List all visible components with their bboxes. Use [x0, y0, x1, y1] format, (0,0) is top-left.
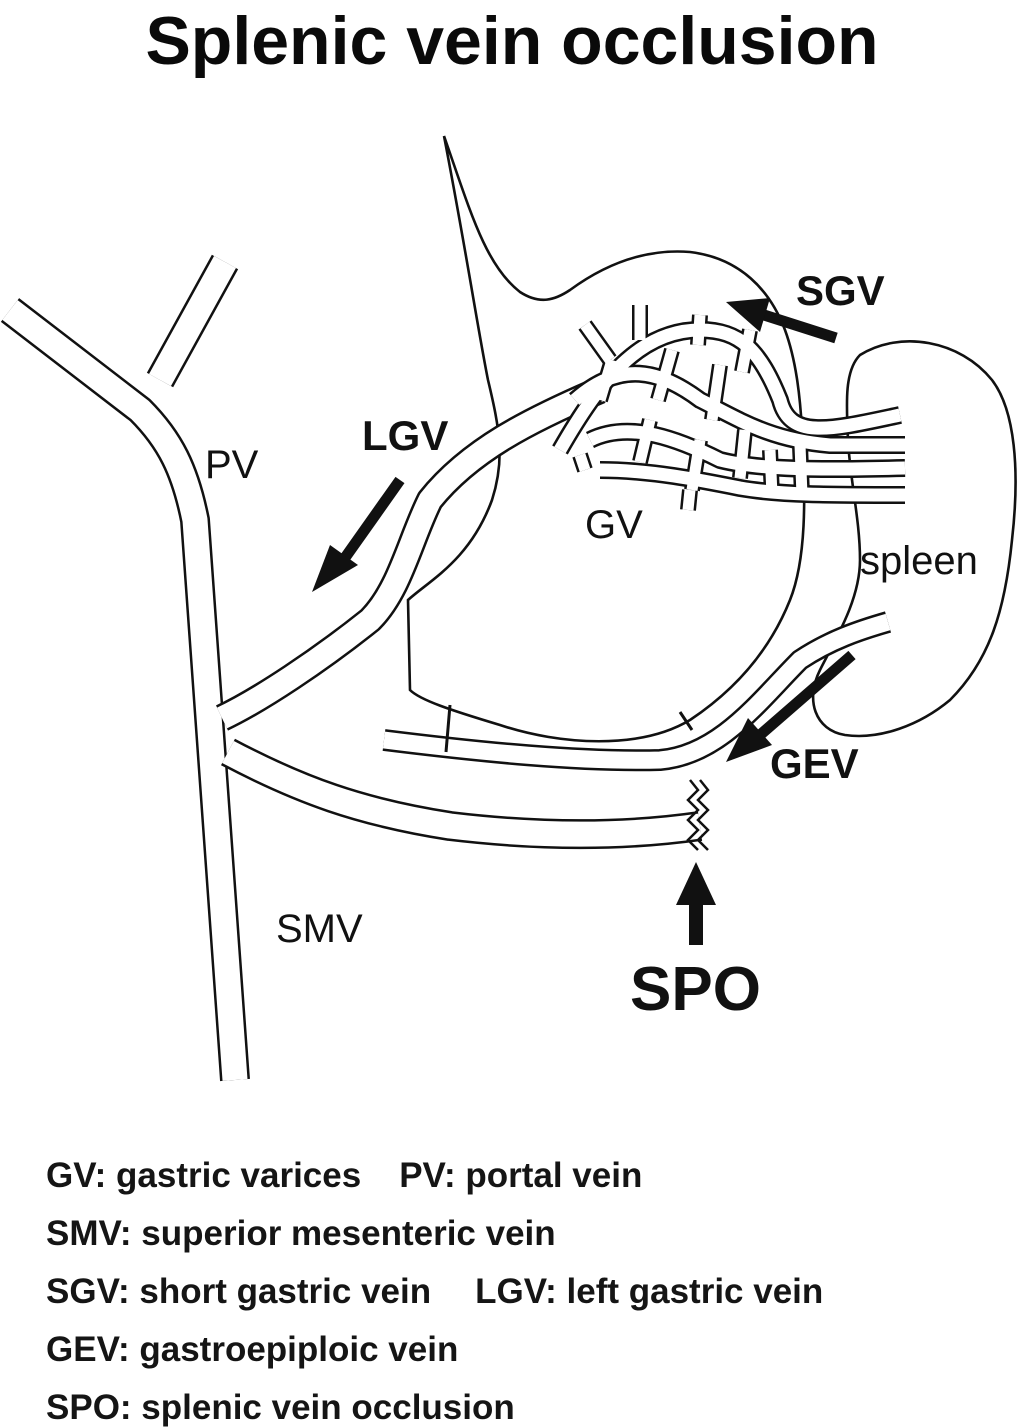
diagram-title: Splenic vein occlusion: [145, 3, 879, 79]
legend-gv: GV: gastric varices: [46, 1156, 362, 1195]
label-spleen: spleen: [860, 539, 978, 583]
gastroepiploic-vein: [382, 611, 892, 772]
gastric-varices-network: [552, 305, 906, 511]
label-gev: GEV: [770, 740, 859, 787]
legend-spo: SPO: splenic vein occlusion: [46, 1388, 515, 1427]
legend-line-1: GV: gastric varices PV: portal vein: [46, 1158, 642, 1193]
label-smv: SMV: [276, 907, 363, 951]
label-lgv: LGV: [362, 412, 448, 459]
legend-line-2: SMV: superior mesenteric vein: [46, 1216, 556, 1251]
portal-vein: [0, 254, 250, 1082]
legend-line-4: GEV: gastroepiploic vein: [46, 1332, 458, 1367]
legend-gev: GEV: gastroepiploic vein: [46, 1330, 459, 1369]
label-pv: PV: [205, 443, 259, 487]
label-sgv: SGV: [796, 267, 885, 314]
legend-line-3: SGV: short gastric vein LGV: left gastric…: [46, 1274, 823, 1309]
arrow-sgv: [726, 298, 838, 344]
legend-lgv: LGV: left gastric vein: [475, 1272, 824, 1311]
legend-pv: PV: portal vein: [399, 1156, 643, 1195]
label-spo: SPO: [630, 955, 761, 1024]
legend-sgv: SGV: short gastric vein: [46, 1272, 432, 1311]
splenic-vein: [221, 738, 703, 850]
arrow-gev: [726, 650, 856, 762]
left-gastric-vein: [215, 377, 606, 731]
arrow-lgv: [312, 476, 405, 592]
arrow-spo: [676, 862, 716, 945]
legend-smv: SMV: superior mesenteric vein: [46, 1214, 556, 1253]
label-gv: GV: [585, 503, 643, 547]
occlusion-mark: [686, 779, 700, 851]
stomach-outline: [406, 135, 806, 743]
legend-line-5: SPO: splenic vein occlusion: [46, 1390, 515, 1425]
